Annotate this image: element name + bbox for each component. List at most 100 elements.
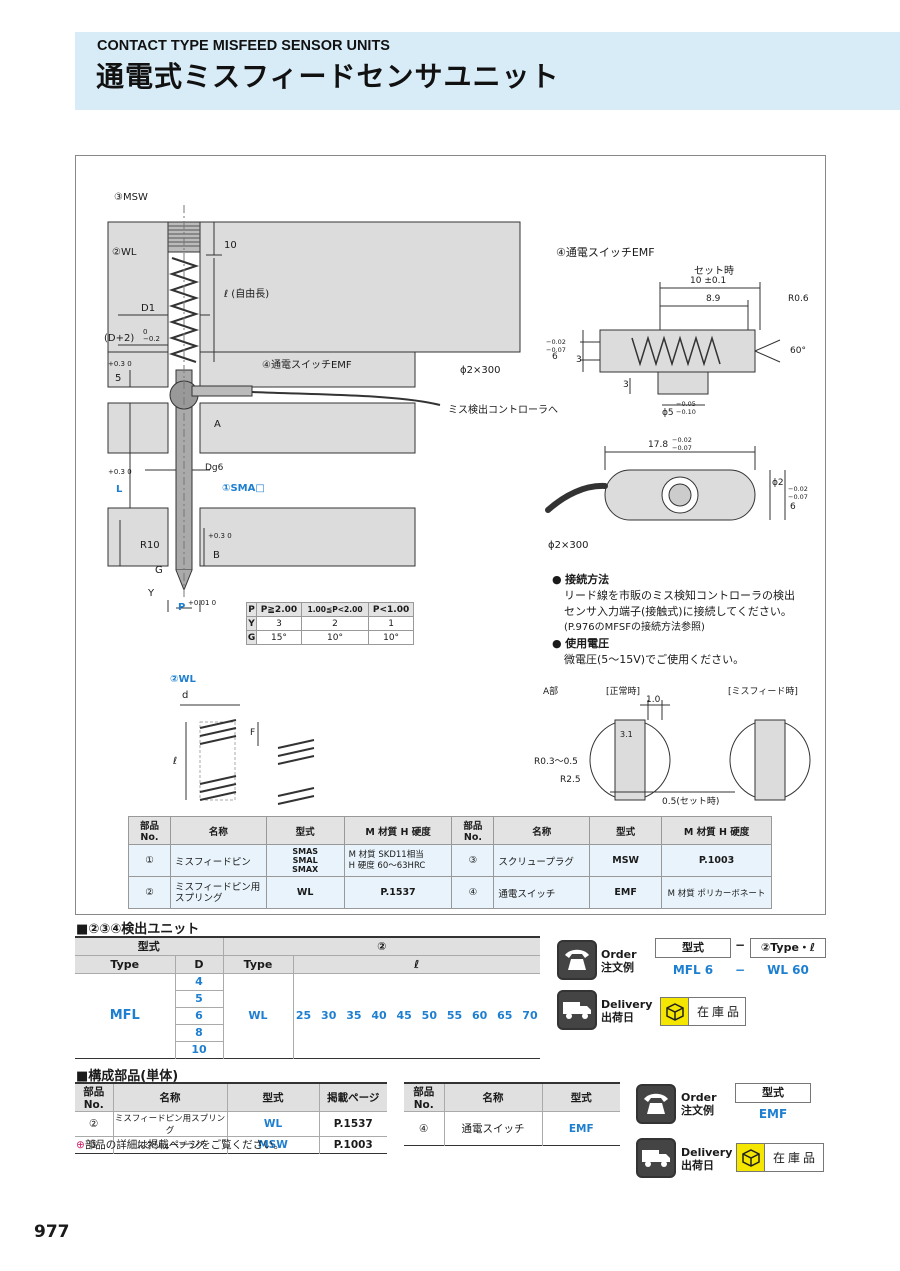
comp-row-4: ④ 通電スイッチ EMF <box>404 1111 620 1146</box>
components-title: ■構成部品(単体) <box>76 1069 179 1084</box>
page-number: 977 <box>34 1222 70 1242</box>
title-en: CONTACT TYPE MISFEED SENSOR UNITS <box>97 38 390 54</box>
selection-type: MFL <box>75 972 176 1058</box>
emf-dim-3b: 3 <box>623 380 629 390</box>
components-right-table: 部品No. 名称 型式 ④ 通電スイッチ EMF <box>404 1082 620 1146</box>
label-phi2x300-top: ϕ2×300 <box>460 365 501 376</box>
detail-a-r25: R2.5 <box>560 775 581 785</box>
label-msw: ③MSW <box>114 192 148 203</box>
pyg-h0: P <box>245 602 258 617</box>
order2-h-model: 型式 <box>735 1083 811 1103</box>
wl-detail-d: d <box>182 690 189 701</box>
emf-dim-3a: 3 <box>576 355 582 365</box>
order2-v-model: EMF <box>758 1107 788 1121</box>
emf-deg60: 60° <box>790 346 806 356</box>
label-p: P <box>178 602 186 613</box>
truck-icon-2 <box>636 1138 676 1178</box>
label-b-tol: +0.3 0 <box>208 532 232 540</box>
conn-title-row: ● 接続方法 <box>552 573 610 586</box>
order1-v-model: MFL 6 <box>672 963 714 977</box>
label-free-length: ℓ (自由長) <box>224 289 270 300</box>
emf-phi2: ϕ2 <box>772 478 784 488</box>
label-sma: ①SMA□ <box>222 483 265 494</box>
emf-dim-6b-tol: −0.02 −0.07 <box>788 485 808 501</box>
label-five: 5 <box>115 373 122 384</box>
pyg-h2: 1.00≦P<2.00 <box>300 602 370 617</box>
note-icon: ⊕ <box>76 1139 85 1151</box>
emf-dim-178: 17.8 <box>648 440 669 450</box>
emf-dim-10: 10 ±0.1 <box>690 276 727 286</box>
pyg-row-g: G 15° 10° 10° <box>245 630 414 645</box>
header-band <box>75 32 900 110</box>
conn-text3: (P.976のMFSFの接続方法参照) <box>564 622 705 633</box>
truck-icon <box>557 990 597 1030</box>
label-p-tol: +0.01 0 <box>188 599 217 607</box>
order1-v-dash: − <box>735 963 746 977</box>
label-to-controller: ミス検出コントローラへ <box>448 405 558 416</box>
components-left-table: 部品No. 名称 型式 掲載ページ ② ミスフィードピン用スプリング WL P.… <box>75 1082 387 1154</box>
pyg-h1: P≧2.00 <box>256 602 302 617</box>
order1-dash: − <box>735 938 746 952</box>
selection-title: ■②③④検出ユニット <box>76 922 200 937</box>
emf-dim-6: 6 <box>552 352 558 362</box>
emf-dim-6b: 6 <box>790 502 796 512</box>
stock-badge-2: 在庫品 <box>736 1143 824 1172</box>
conn-text1: リード線を市販のミス検知コントローラの検出 <box>564 589 795 602</box>
parts-row-1: ① ミスフィードピン SMAS SMAL SMAX M 材質 SKD11相当 H… <box>128 844 772 877</box>
volt-text: 微電圧(5〜15V)でご使用ください。 <box>564 653 745 666</box>
phone-icon <box>557 940 597 980</box>
label-d-plus2: (D+2) <box>104 333 135 344</box>
parts-table: 部品No. 名称 型式 M 材質 H 硬度 部品No. 名称 型式 M 材質 H… <box>128 816 772 909</box>
notes: ● 接続方法 リード線を市販のミス検知コントローラの検出 センサ入力端子(接触式… <box>552 572 795 668</box>
parts-row-2: ② ミスフィードピン用 スプリング WL P.1537 ④ 通電スイッチ EMF… <box>128 876 772 909</box>
label-l: L <box>116 484 123 495</box>
comp-row-2: ② ミスフィードピン用スプリング WL P.1537 <box>75 1111 387 1137</box>
label-g: G <box>155 565 163 576</box>
label-wl: ②WL <box>112 247 137 258</box>
detail-a-title: A部 <box>543 687 559 697</box>
pyg-table: P P≧2.00 1.00≦P<2.00 P<1.00 Y 3 2 1 G 15… <box>245 602 414 645</box>
selection-type2: WL <box>223 972 294 1058</box>
pyg-h3: P<1.00 <box>368 602 414 617</box>
detail-a-misfeed: [ミスフィード時] <box>728 687 798 697</box>
wl-detail-title: ②WL <box>170 674 196 685</box>
cube-icon-2 <box>737 1144 765 1171</box>
label-l-tol: +0.3 0 <box>108 468 132 476</box>
detail-a-normal: [正常時] <box>606 687 641 697</box>
label-five-tol: +0.3 0 <box>108 360 132 368</box>
comp-row-3: ③ スクリュープラグ MSW P.1003 <box>75 1136 387 1154</box>
conn-text2: センサ入力端子(接触式)に接続してください。 <box>564 605 792 618</box>
label-d1: D1 <box>141 303 156 314</box>
emf-title: ④通電スイッチEMF <box>556 246 655 259</box>
emf-set-time: セット時 <box>694 266 734 277</box>
title-jp: 通電式ミスフィードセンサユニット <box>96 60 560 93</box>
selection-l-values: 25 30 35 40 45 50 55 60 65 70 <box>293 972 540 1058</box>
label-emf-callout: ④通電スイッチEMF <box>262 360 352 371</box>
stock-badge-1: 在庫品 <box>660 997 746 1026</box>
label-ten: 10 <box>224 240 237 251</box>
order1-h-type: ②Type・ℓ <box>750 938 826 958</box>
cube-icon <box>661 998 689 1025</box>
emf-dim-phi5: ϕ5 <box>662 408 674 418</box>
emf-r06: R0.6 <box>788 294 809 304</box>
wl-detail-f: F <box>250 728 256 738</box>
volt-title-row: ● 使用電圧 <box>552 637 610 650</box>
emf-dim-6-tol: −0.02 −0.07 <box>546 338 566 354</box>
components-note: ⊕部品の詳細は掲載ページをご覧ください。 <box>76 1139 285 1151</box>
phone-icon-2 <box>636 1084 676 1124</box>
order1-h-model: 型式 <box>655 938 731 958</box>
label-d-plus2-tol: 0 −0.2 <box>143 328 160 343</box>
emf-dim-89: 8.9 <box>706 294 721 304</box>
detail-a-dim31: 3.1 <box>620 730 633 739</box>
label-r10: R10 <box>140 540 160 551</box>
wl-detail-l: ℓ <box>173 756 178 767</box>
emf-dim-178-tol: −0.02 −0.07 <box>672 436 692 452</box>
emf-phi2x300: ϕ2×300 <box>548 540 589 551</box>
label-b: B <box>213 550 220 561</box>
selection-table: 型式 ② Type D Type ℓ MFL 4 WL 25 30 35 40 … <box>75 936 540 1059</box>
